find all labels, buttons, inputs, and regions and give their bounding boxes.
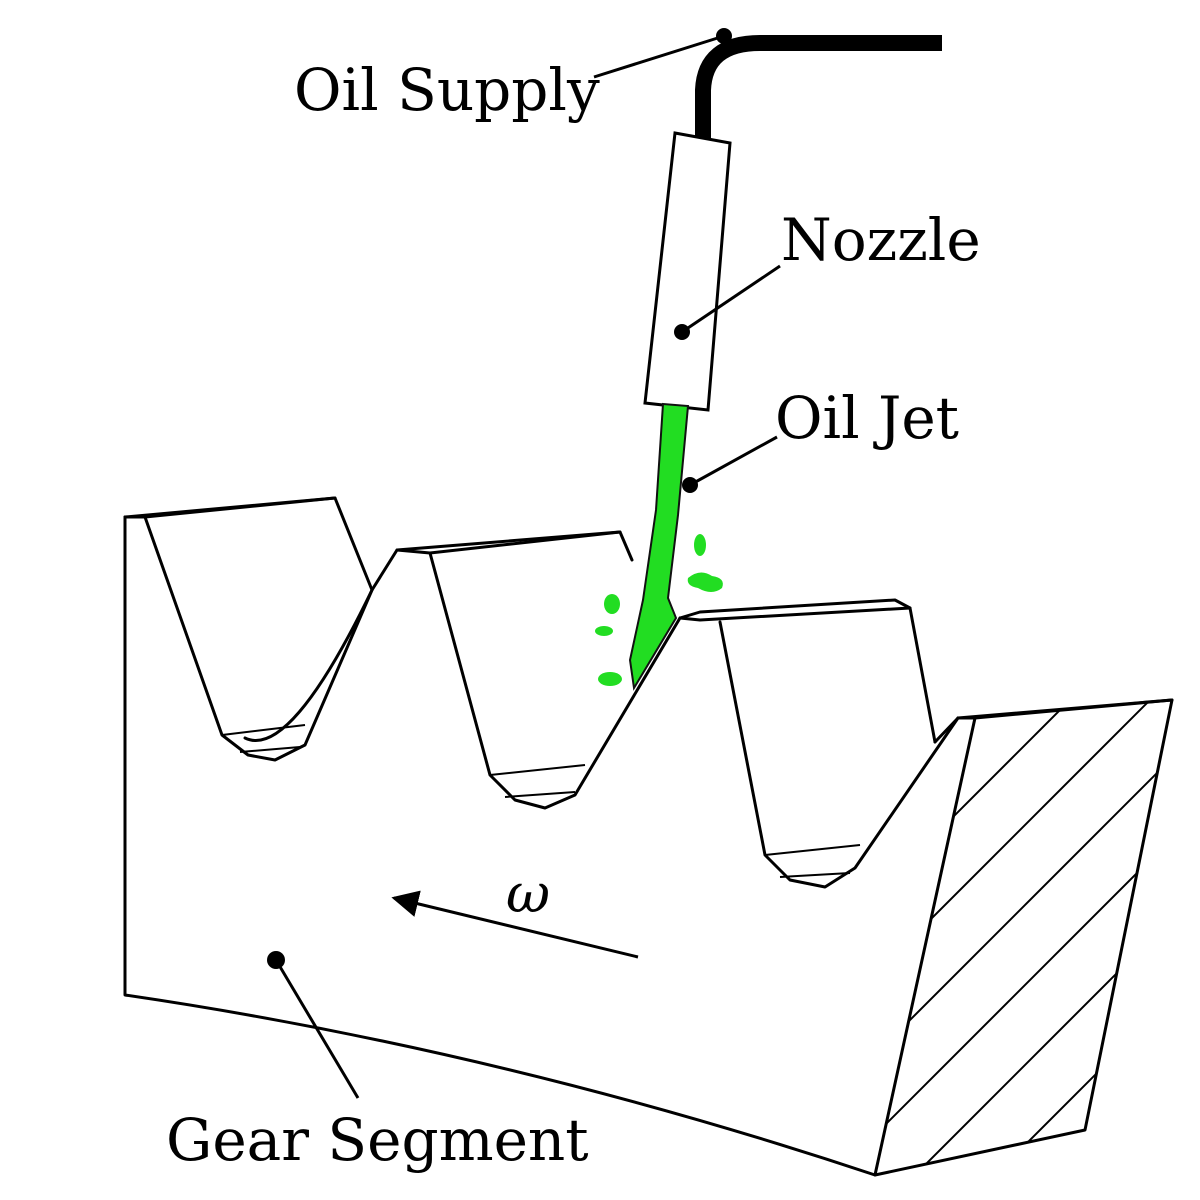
rotation-arrow [391,890,639,959]
oil-droplets [595,534,723,686]
oil-droplet [687,572,723,592]
oil-droplet [604,594,620,614]
leader-oil-jet [682,435,778,493]
tooth-valleys [143,515,960,889]
oil-droplet [694,534,706,556]
label-gear-segment: Gear Segment [166,1106,589,1174]
nozzle-body [643,131,732,412]
gear-cross-section [875,700,1172,1175]
leader-oil-supply [593,28,732,79]
oil-jet [628,402,690,691]
oil-droplet [598,672,622,686]
label-oil-supply: Oil Supply [294,56,600,124]
leader-nozzle [674,264,781,340]
leader-gear-segment [267,951,360,1099]
label-nozzle: Nozzle [781,206,981,274]
label-oil-jet: Oil Jet [775,384,959,452]
oil-droplet [595,626,613,636]
label-omega: ω [506,862,550,925]
oil-supply-pipe [695,35,942,140]
